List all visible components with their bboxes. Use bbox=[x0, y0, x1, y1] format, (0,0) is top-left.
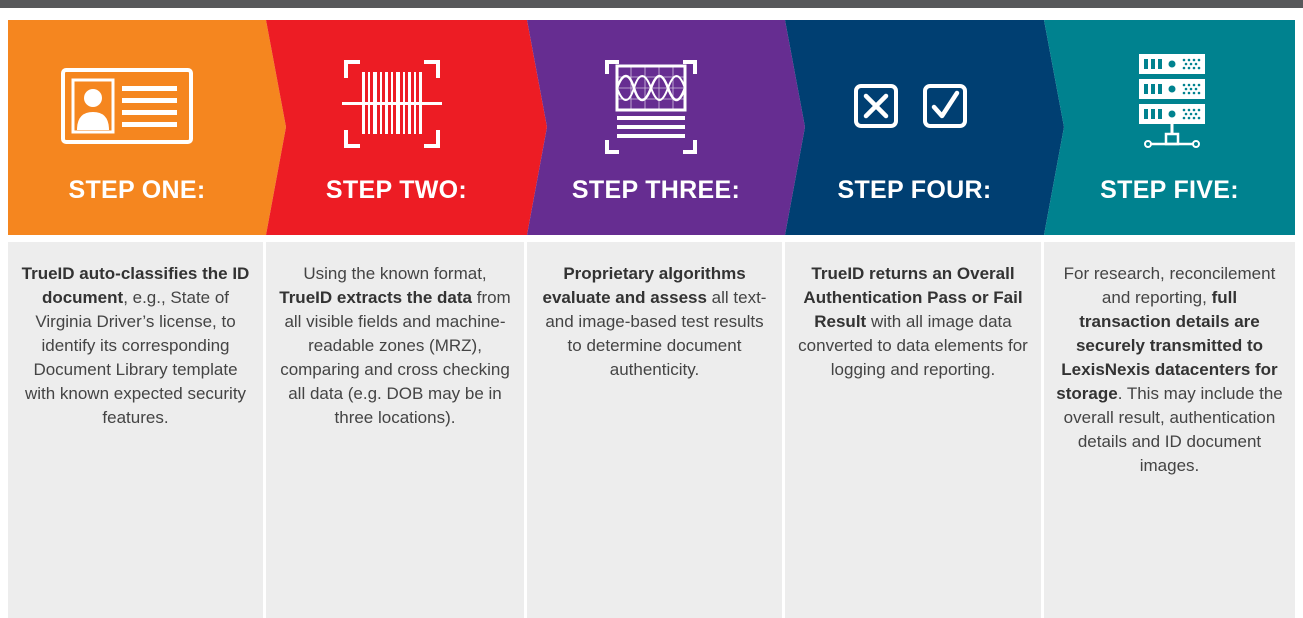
step-two-desc-part: Using the known format, bbox=[303, 264, 487, 283]
step-five-banner bbox=[1044, 20, 1295, 235]
step-four-desc-part: TrueID returns an Overall Authentication… bbox=[803, 264, 1023, 331]
step-one-desc-part: , e.g., State of Virginia Driver’s licen… bbox=[24, 288, 247, 427]
step-four-desc-part: with all image data converted to data el… bbox=[798, 312, 1028, 379]
step-two-desc-part: TrueID extracts the data bbox=[279, 288, 472, 307]
step-one-banner bbox=[8, 20, 286, 235]
step-three-title: STEP THREE: bbox=[571, 176, 741, 204]
waveform-monitor-icon bbox=[603, 58, 699, 161]
step-one-description: TrueID auto-classifies the ID document, … bbox=[8, 242, 263, 618]
step-two-banner bbox=[266, 20, 547, 235]
step-one-title: STEP ONE: bbox=[68, 176, 206, 204]
step-three-description: Proprietary algorithms evaluate and asse… bbox=[527, 242, 782, 618]
step-five-title: STEP FIVE: bbox=[1100, 176, 1239, 204]
steps-banner bbox=[8, 20, 1295, 235]
step-five-desc-part: . This may include the overall result, a… bbox=[1063, 384, 1283, 475]
step-five-desc-part: full transaction details are securely tr… bbox=[1056, 288, 1278, 403]
step-five-desc-part: For research, reconcilement and reportin… bbox=[1063, 264, 1276, 307]
id-card-icon bbox=[61, 68, 193, 149]
fail-pass-icon bbox=[853, 83, 977, 134]
step-five-description: For research, reconcilement and reportin… bbox=[1044, 242, 1295, 618]
step-three-desc-part: all text- and image-based test results t… bbox=[545, 288, 767, 379]
step-one-desc-part: TrueID auto-classifies the ID document bbox=[21, 264, 250, 307]
top-border-bar bbox=[0, 0, 1303, 8]
step-three-desc-part: Proprietary algorithms evaluate and asse… bbox=[542, 264, 746, 307]
step-two-description: Using the known format, TrueID extracts … bbox=[266, 242, 524, 618]
barcode-scan-icon bbox=[342, 58, 442, 155]
step-four-title: STEP FOUR: bbox=[837, 176, 992, 204]
step-four-banner bbox=[785, 20, 1064, 235]
server-rack-icon bbox=[1124, 52, 1220, 157]
step-four-description: TrueID returns an Overall Authentication… bbox=[785, 242, 1041, 618]
step-two-title: STEP TWO: bbox=[325, 176, 468, 204]
step-two-desc-part: from all visible fields and machine-read… bbox=[280, 288, 511, 427]
